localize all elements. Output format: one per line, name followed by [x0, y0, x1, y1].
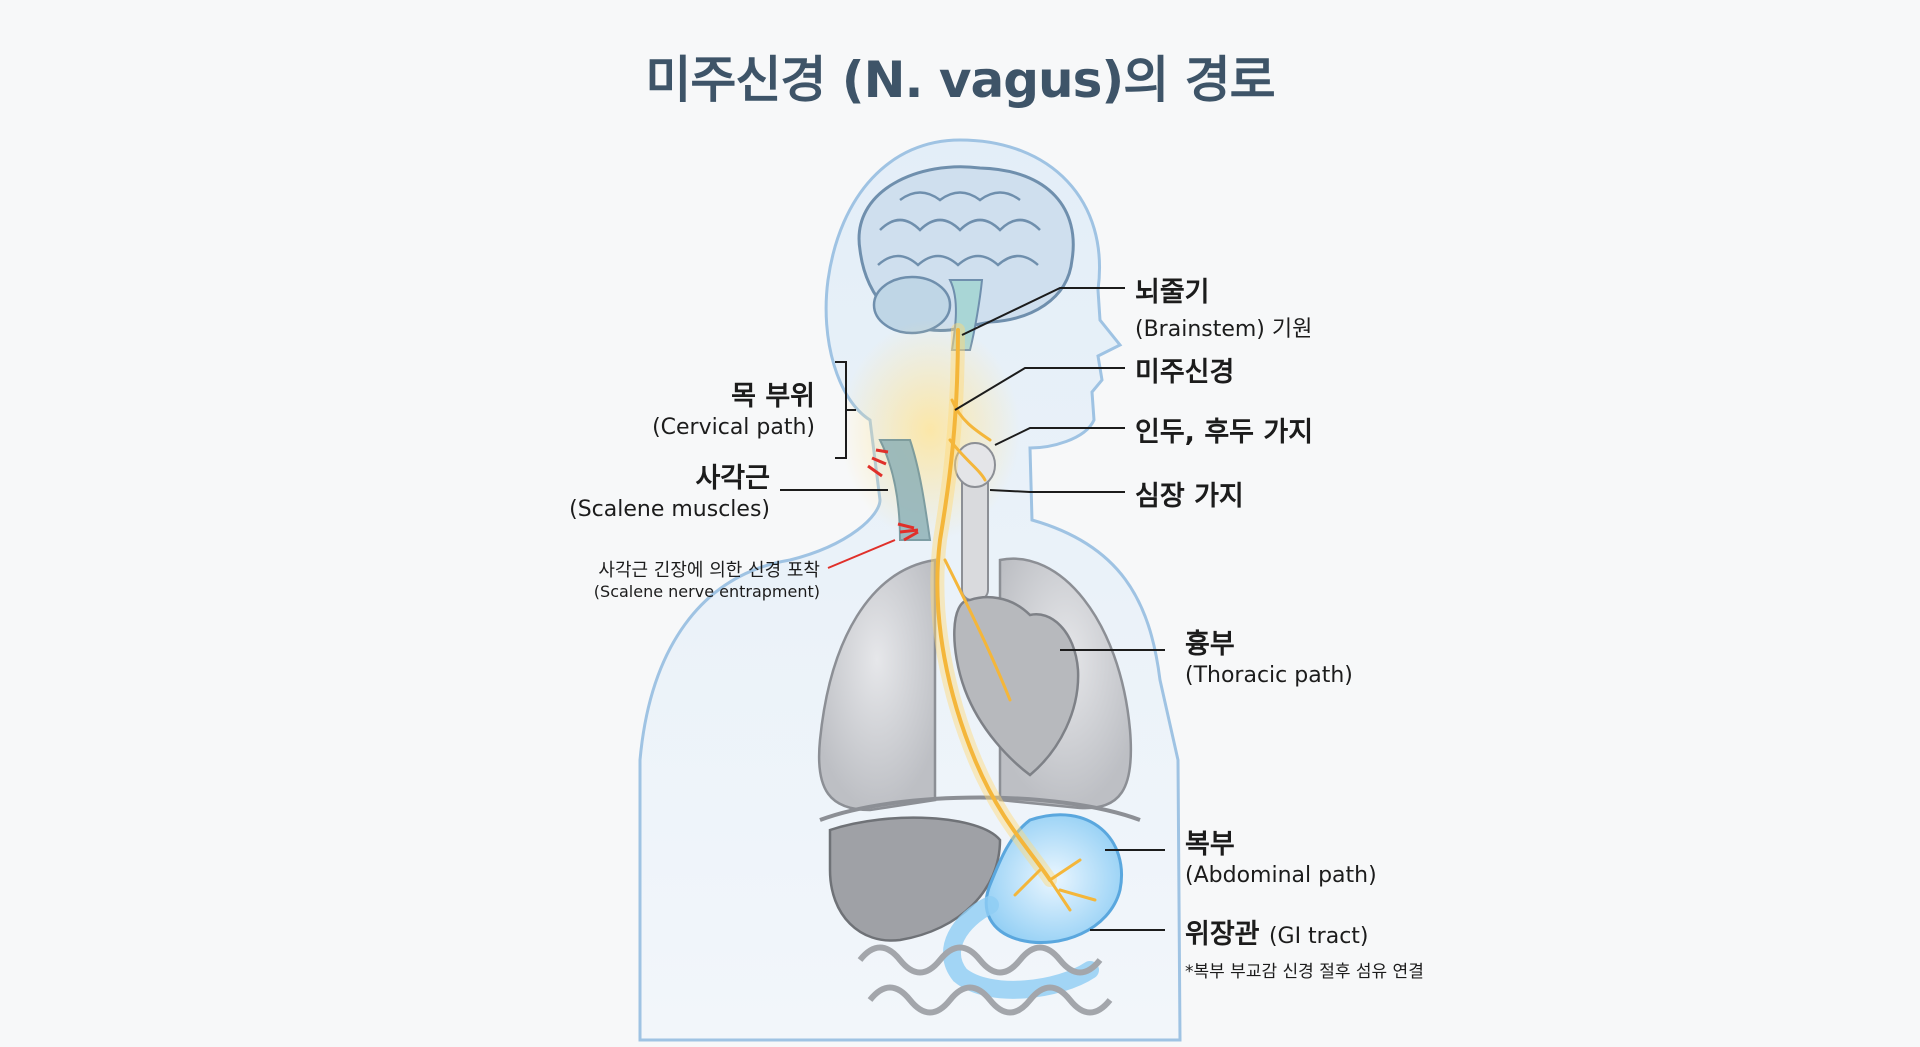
label-cervical-ko: 목 부위: [731, 381, 815, 412]
intestines: [857, 944, 1113, 1016]
label-scalene-en: (Scalene muscles): [569, 497, 770, 522]
larynx: [954, 442, 996, 488]
leader-vagus: [954, 367, 1125, 411]
label-thoracic: 흉부 (Thoracic path): [1185, 622, 1353, 688]
label-brainstem-en: (Brainstem) 기원: [1135, 317, 1313, 342]
label-thoracic-en: (Thoracic path): [1185, 663, 1353, 688]
bracket-cervical: [835, 361, 847, 459]
label-pharynx: 인두, 후두 가지: [1135, 410, 1313, 449]
diaphragm: [819, 795, 1141, 822]
leader-brainstem: [961, 287, 1125, 336]
label-pharynx-ko: 인두, 후두 가지: [1135, 417, 1314, 448]
diagram-title: 미주신경 (N. vagus)의 경로: [645, 51, 1275, 109]
label-cervical-en: (Cervical path): [652, 415, 815, 440]
label-scalene-ko: 사각근: [695, 463, 770, 494]
left-lung: [817, 558, 937, 812]
label-abdominal-en: (Abdominal path): [1185, 863, 1377, 888]
liver: [828, 816, 1002, 942]
leader-pharynx: [994, 427, 1125, 446]
leader-cardiac: [989, 489, 1125, 493]
label-entrapment: 사각근 긴장에 의한 신경 포착 (Scalene nerve entrapme…: [594, 556, 820, 601]
label-entrapment-en: (Scalene nerve entrapment): [593, 582, 820, 601]
label-gi-en: (GI tract): [1268, 924, 1369, 949]
brain-folds: [877, 191, 1041, 267]
scalene-muscles: [878, 439, 932, 541]
entrapment-marks: [867, 448, 919, 542]
label-brainstem-ko: 뇌줄기: [1135, 277, 1210, 308]
duodenum: [942, 896, 1099, 999]
vagus-nerve: [930, 323, 1097, 912]
label-brainstem: 뇌줄기 (Brainstem) 기원: [1135, 270, 1312, 343]
label-abdominal: 복부 (Abdominal path): [1185, 822, 1377, 888]
label-gi-note: *복부 부교감 신경 절후 섬유 연결: [1185, 962, 1424, 982]
label-entrapment-ko: 사각근 긴장에 의한 신경 포착: [598, 560, 820, 581]
label-vagus-ko: 미주신경: [1135, 357, 1235, 388]
label-gi: 위장관 (GI tract) *복부 부교감 신경 절후 섬유 연결: [1185, 912, 1424, 982]
label-cervical: 목 부위 (Cervical path): [652, 374, 815, 440]
label-gi-ko-text: 위장관: [1185, 919, 1260, 950]
label-abdominal-ko: 복부: [1185, 829, 1235, 860]
label-vagus: 미주신경: [1135, 350, 1234, 389]
leader-entrapment: [827, 539, 896, 569]
label-cardiac-ko: 심장 가지: [1135, 481, 1244, 512]
label-gi-ko: 위장관 (GI tract): [1185, 912, 1424, 951]
label-thoracic-ko: 흉부: [1185, 629, 1235, 660]
label-cardiac: 심장 가지: [1135, 474, 1244, 513]
label-scalene: 사각근 (Scalene muscles): [569, 456, 770, 522]
